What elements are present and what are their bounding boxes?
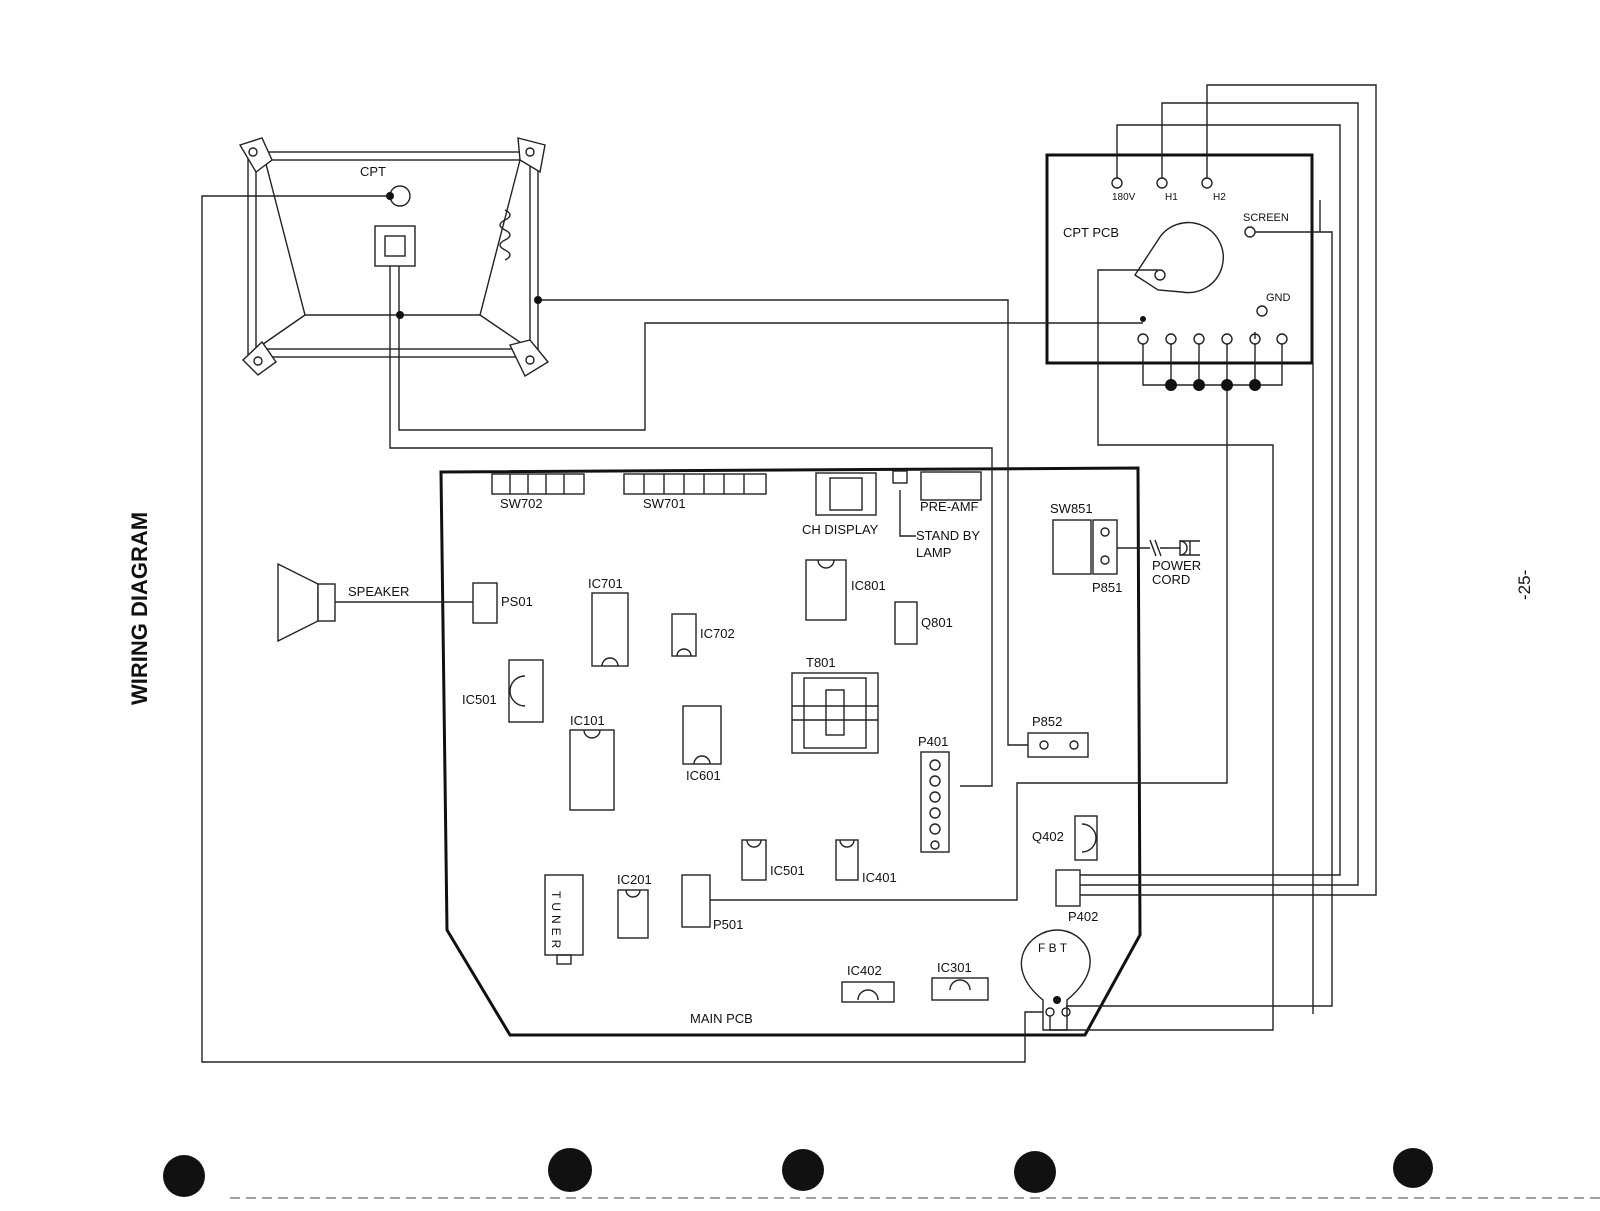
ps01-label: PS01 bbox=[501, 594, 533, 609]
p852-connector bbox=[1027, 732, 1089, 758]
p852-label: P852 bbox=[1032, 714, 1062, 729]
pin-gnd-label: GND bbox=[1266, 292, 1291, 304]
tuner-module bbox=[544, 874, 584, 956]
pre-amf-label: PRE-AMF bbox=[920, 499, 979, 514]
cpt-pcb-title: CPT PCB bbox=[1063, 225, 1119, 240]
p851-connector bbox=[1092, 519, 1118, 575]
standby-label: STAND BY bbox=[916, 528, 980, 543]
t801-label: T801 bbox=[806, 655, 836, 670]
q402-label: Q402 bbox=[1032, 829, 1064, 844]
pin-h1 bbox=[1156, 177, 1168, 189]
sw851-switch bbox=[1052, 519, 1092, 575]
ic101-label: IC101 bbox=[570, 713, 605, 728]
pin-h2 bbox=[1201, 177, 1213, 189]
q801-transistor bbox=[894, 601, 918, 645]
ch-display-label: CH DISPLAY bbox=[802, 522, 879, 537]
ic801-label: IC801 bbox=[851, 578, 886, 593]
ch-display bbox=[815, 472, 877, 516]
ps01-connector bbox=[472, 582, 498, 624]
ic501-chip bbox=[741, 839, 767, 881]
pin-h1-label: H1 bbox=[1165, 192, 1178, 203]
ic501-regulator-label: IC501 bbox=[462, 692, 497, 707]
pin-screen bbox=[1244, 226, 1256, 238]
cpt-pcb: CPT PCB 180V H1 H2 SCREEN GND bbox=[1045, 153, 1314, 391]
p501-label: P501 bbox=[713, 917, 743, 932]
ic402-chip bbox=[841, 981, 895, 1003]
ic301-chip bbox=[931, 977, 989, 1001]
ic501-regulator bbox=[508, 659, 544, 723]
tuner-label: TUNER bbox=[549, 891, 563, 952]
ic401-label: IC401 bbox=[862, 870, 897, 885]
ic701-label: IC701 bbox=[588, 576, 623, 591]
ic101-chip bbox=[569, 729, 615, 811]
p851-label: P851 bbox=[1092, 580, 1122, 595]
ic701-chip bbox=[591, 592, 629, 667]
pre-amf-block bbox=[920, 471, 982, 501]
ic702-label: IC702 bbox=[700, 626, 735, 641]
pin-180v-label: 180V bbox=[1112, 192, 1136, 203]
fbt-label: F B T bbox=[1038, 941, 1068, 955]
mount-lug bbox=[241, 340, 277, 376]
q801-label: Q801 bbox=[921, 615, 953, 630]
p401-label: P401 bbox=[918, 734, 948, 749]
fbt-flyback bbox=[1020, 929, 1091, 1031]
p501-connector bbox=[681, 874, 711, 928]
p402-label: P402 bbox=[1068, 909, 1098, 924]
ic201-chip bbox=[617, 889, 649, 939]
main-pcb-title: MAIN PCB bbox=[690, 1011, 753, 1026]
degauss-coil-icon bbox=[499, 209, 511, 261]
ic501-label: IC501 bbox=[770, 863, 805, 878]
wiring-harness bbox=[201, 84, 1377, 1063]
mount-lug bbox=[517, 137, 546, 174]
pin-180v bbox=[1111, 177, 1123, 189]
crt-label: CPT bbox=[360, 164, 386, 179]
page-number: -25- bbox=[1515, 570, 1534, 600]
binder-holes bbox=[163, 1148, 1433, 1197]
mount-lug bbox=[238, 137, 273, 174]
cord-label: CORD bbox=[1152, 572, 1190, 587]
mount-lug bbox=[508, 339, 550, 377]
crt-socket-icon bbox=[1134, 221, 1224, 294]
pin-screen-label: SCREEN bbox=[1243, 212, 1289, 224]
sw851-label: SW851 bbox=[1050, 501, 1093, 516]
p402-connector bbox=[1055, 869, 1081, 907]
ic801-chip bbox=[805, 559, 847, 621]
lamp-label: LAMP bbox=[916, 545, 951, 560]
ic301-label: IC301 bbox=[937, 960, 972, 975]
page-title: WIRING DIAGRAM bbox=[127, 512, 152, 705]
pin-gnd bbox=[1256, 305, 1268, 317]
speaker-label: SPEAKER bbox=[348, 584, 409, 599]
sw701-switch-bank bbox=[623, 473, 767, 495]
t801-transformer bbox=[791, 672, 879, 754]
ic601-label: IC601 bbox=[686, 768, 721, 783]
standby-lamp bbox=[892, 470, 908, 484]
power-label: POWER bbox=[1152, 558, 1201, 573]
crt-neck-socket bbox=[374, 225, 416, 267]
ic401-chip bbox=[835, 839, 859, 881]
power-plug-icon bbox=[1179, 540, 1200, 556]
cpt-connector bbox=[1137, 333, 1288, 345]
ic601-chip bbox=[682, 705, 722, 765]
sw701-label: SW701 bbox=[643, 496, 686, 511]
pin-h2-label: H2 bbox=[1213, 192, 1226, 203]
p401-connector bbox=[920, 751, 950, 853]
crt-tube: CPT bbox=[238, 137, 550, 377]
ic402-label: IC402 bbox=[847, 963, 882, 978]
sw702-label: SW702 bbox=[500, 496, 543, 511]
main-pcb: MAIN PCB SW702 SW701 CH DISPLAY STAND BY… bbox=[439, 466, 1142, 1037]
speaker-icon bbox=[277, 562, 336, 643]
q402-transistor bbox=[1074, 815, 1098, 861]
ic201-label: IC201 bbox=[617, 872, 652, 887]
sw702-switch-bank bbox=[491, 473, 585, 495]
